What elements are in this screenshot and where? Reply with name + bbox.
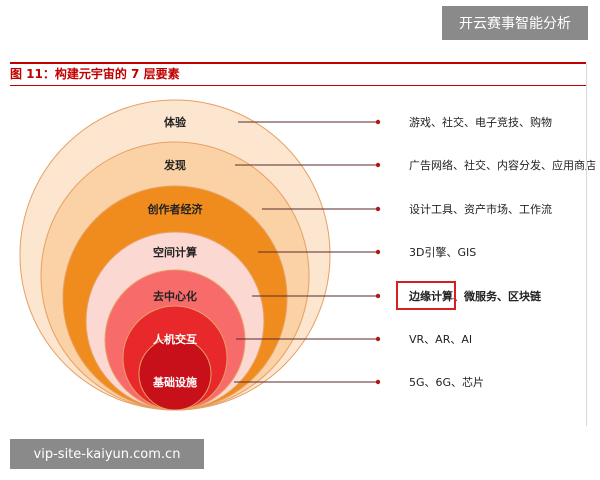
watermark-banner-bottom: vip-site-kaiyun.com.cn bbox=[10, 439, 204, 469]
layer-description-experience: 游戏、社交、电子竞技、购物 bbox=[409, 115, 552, 129]
layer-connectors bbox=[234, 119, 381, 385]
highlight-box bbox=[396, 281, 456, 310]
layer-description-discovery: 广告网络、社交、内容分发、应用商店 bbox=[409, 158, 596, 172]
connector-dot-experience bbox=[375, 119, 381, 125]
connector-dot-decentralization bbox=[375, 293, 381, 299]
layer-label-spatial-computing: 空间计算 bbox=[153, 245, 197, 259]
connector-dot-spatial-computing bbox=[375, 249, 381, 255]
layer-description-human-interface: VR、AR、AI bbox=[409, 333, 472, 346]
highlight-term: 边缘计算 bbox=[408, 289, 453, 303]
layer-label-human-interface: 人机交互 bbox=[153, 332, 197, 346]
layer-description-infrastructure: 5G、6G、芯片 bbox=[409, 375, 484, 389]
layer-label-infrastructure: 基础设施 bbox=[152, 375, 197, 389]
layer-label-creator-economy: 创作者经济 bbox=[147, 202, 204, 216]
highlight-rest: 、微服务、区块链 bbox=[453, 289, 542, 303]
figure-right-border bbox=[586, 64, 587, 426]
layer-description-creator-economy: 设计工具、资产市场、工作流 bbox=[409, 202, 552, 216]
layer-label-experience: 体验 bbox=[164, 115, 187, 129]
layer-circles bbox=[19, 99, 331, 411]
connector-dot-creator-economy bbox=[375, 206, 381, 212]
title-rule-top bbox=[10, 62, 586, 64]
layer-label-decentralization: 去中心化 bbox=[153, 289, 197, 303]
layer-label-discovery: 发现 bbox=[163, 158, 186, 172]
connector-dot-discovery bbox=[375, 162, 381, 168]
layer-description-decentralization: 边缘计算、微服务、区块链 bbox=[408, 289, 542, 303]
title-rule-bottom bbox=[10, 85, 586, 86]
figure-title: 图 11：构建元宇宙的 7 层要素 bbox=[10, 67, 180, 81]
connector-dot-human-interface bbox=[375, 336, 381, 342]
connector-dot-infrastructure bbox=[375, 379, 381, 385]
layer-descriptions: 游戏、社交、电子竞技、购物广告网络、社交、内容分发、应用商店设计工具、资产市场、… bbox=[396, 115, 596, 389]
layer-description-spatial-computing: 3D引擎、GIS bbox=[409, 245, 476, 259]
layer-circle-infrastructure bbox=[138, 337, 212, 411]
watermark-banner-top: 开云赛事智能分析 bbox=[442, 6, 588, 40]
